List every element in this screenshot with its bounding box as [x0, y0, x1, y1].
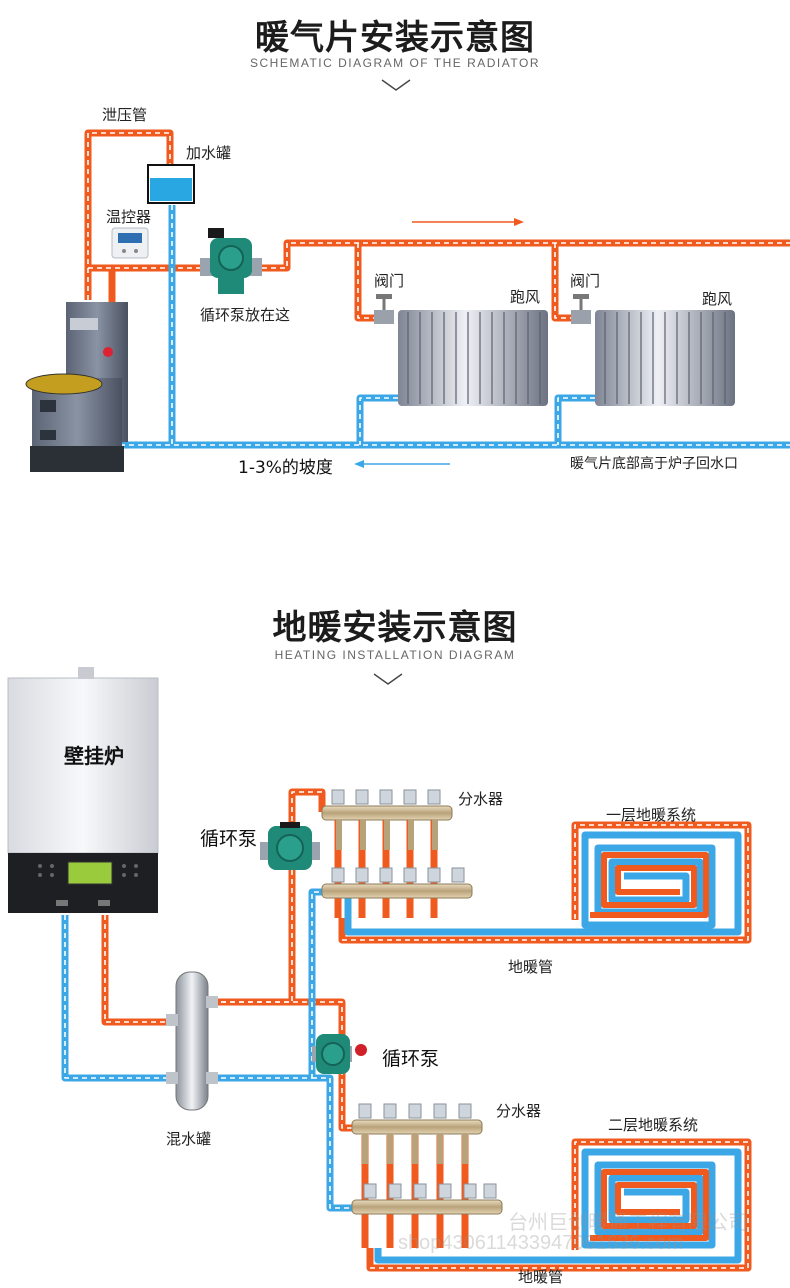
radiator-1: [398, 310, 548, 406]
radiator-diagram: [25, 129, 790, 472]
manifold-2-label: 分水器: [496, 1102, 542, 1120]
wall-boiler: [7, 667, 159, 913]
pipe-2-label: 地暖管: [518, 1268, 564, 1286]
circulation-pump: [200, 228, 262, 294]
system-1-label: 一层地暖系统: [606, 806, 697, 824]
thermostat-label: 温控器: [106, 208, 152, 226]
supply-pipes: [84, 129, 790, 322]
valve-1-label: 阀门: [374, 272, 405, 290]
pump-label: 循环泵放在这: [200, 306, 291, 324]
watermark-line-2: shop430611433947061636.com: [398, 1232, 684, 1254]
mixing-tank: [166, 971, 218, 1111]
valve-2: [571, 294, 591, 324]
pump-2-label: 循环泵: [382, 1048, 440, 1070]
fill-tank-label: 加水罐: [186, 144, 232, 162]
manifold-1: [321, 789, 473, 899]
fill-tank: [147, 164, 195, 204]
manifold-2: [351, 1103, 503, 1215]
return-pipes: [120, 205, 790, 449]
flow-arrow-supply: [412, 218, 524, 226]
radiator-section: 暖气片安装示意图 SCHEMATIC DIAGRAM OF THE RADIAT…: [0, 0, 790, 560]
pipe-1-label: 地暖管: [508, 958, 554, 976]
floor-diagram: [7, 667, 752, 1272]
circulation-pump-1: [260, 822, 320, 870]
boiler-label: 壁挂炉: [64, 744, 124, 768]
chevron-down-icon: [373, 673, 403, 685]
vent-1-label: 跑风: [510, 288, 541, 306]
circulation-pump-2: [312, 1034, 367, 1074]
floor-subtitle: HEATING INSTALLATION DIAGRAM: [274, 648, 516, 662]
pump-1-label: 循环泵: [200, 828, 258, 850]
radiator-title: 暖气片安装示意图: [255, 18, 535, 58]
floor-coils-supply: [590, 852, 709, 1241]
stove: [25, 302, 128, 472]
slope-label: 1-3%的坡度: [238, 458, 333, 478]
floor-title: 地暖安装示意图: [272, 608, 518, 648]
thermostat-device: [111, 227, 149, 259]
system-2-label: 二层地暖系统: [608, 1116, 699, 1134]
radiator-2: [595, 310, 735, 406]
vent-2-label: 跑风: [702, 290, 733, 308]
floor-heating-section: 地暖安装示意图 HEATING INSTALLATION DIAGRAM: [0, 560, 790, 1288]
valve-2-label: 阀门: [570, 272, 601, 290]
chevron-down-icon: [381, 79, 411, 91]
bottom-note-label: 暖气片底部高于炉子回水口: [570, 456, 738, 472]
flow-arrow-return: [354, 460, 450, 468]
mixing-tank-label: 混水罐: [166, 1130, 212, 1148]
relief-pipe-label: 泄压管: [102, 106, 148, 124]
manifold-1-label: 分水器: [458, 790, 504, 808]
valve-1: [374, 294, 394, 324]
floor-return-pipes: [61, 831, 742, 1264]
watermark-line-1: 台州巨创暖通工程有限公司: [508, 1212, 748, 1234]
radiator-subtitle: SCHEMATIC DIAGRAM OF THE RADIATOR: [250, 56, 540, 70]
